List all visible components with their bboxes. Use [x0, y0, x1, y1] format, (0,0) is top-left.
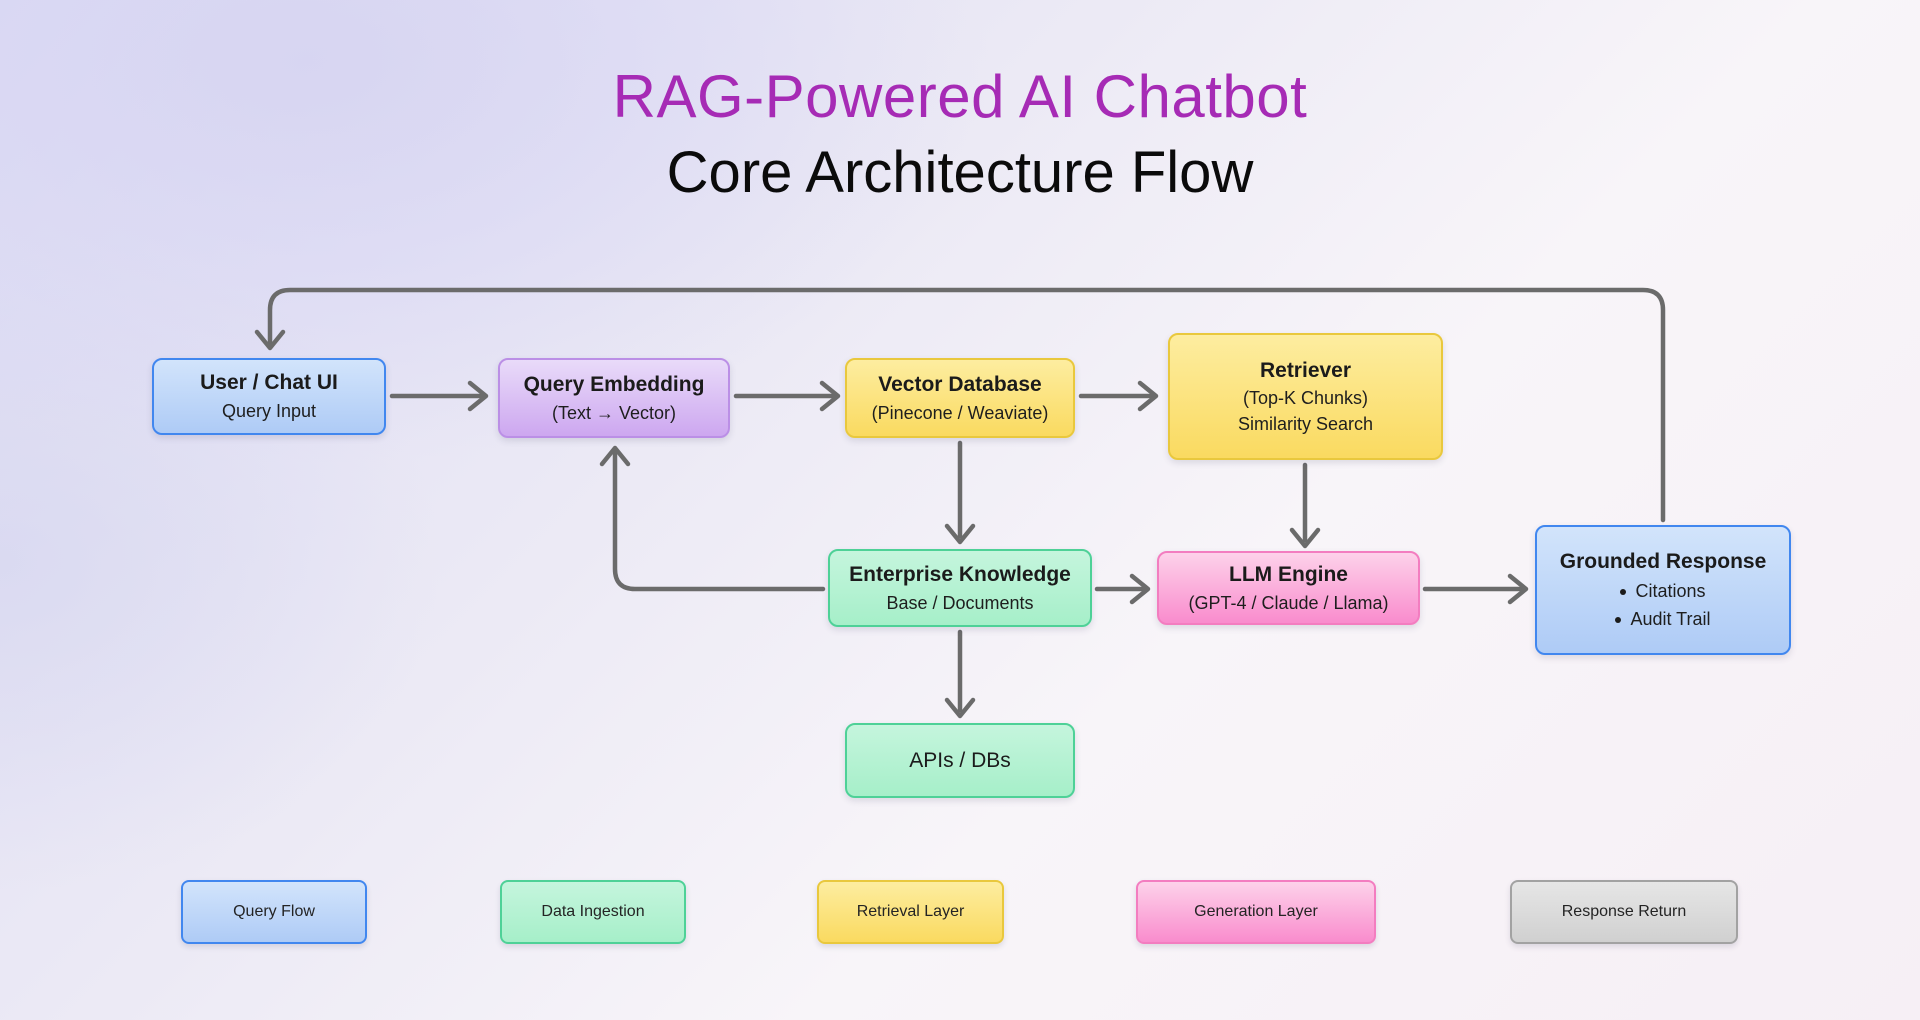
node-apis-dbs: APIs / DBs — [845, 723, 1075, 798]
diagram-subtitle: Core Architecture Flow — [666, 140, 1254, 205]
arrow-user-to-query-embedding — [389, 380, 489, 412]
node-subtitle: Similarity Search — [1237, 413, 1374, 434]
diagram-title: RAG-Powered AI Chatbot — [612, 63, 1308, 130]
node-subtitle: (Pinecone / Weaviate) — [871, 402, 1049, 423]
legend-query-flow: Query Flow — [181, 880, 367, 944]
bullet-label: Citations — [1635, 581, 1706, 601]
arrow-query-embedding-to-vector-database — [733, 380, 841, 412]
legend-label: Retrieval Layer — [856, 903, 965, 920]
arrow-llm-engine-to-grounded-response — [1422, 573, 1529, 605]
bullet-item: Audit Trail — [1615, 609, 1711, 630]
legend-label: Query Flow — [233, 903, 315, 920]
node-grounded-response: Grounded Response Citations Audit Trail — [1535, 525, 1791, 655]
arrow-enterprise-knowledge-to-apis-dbs — [944, 629, 976, 719]
arrow-enterprise-knowledge-to-llm-engine — [1094, 573, 1151, 605]
arrow-enterprise-knowledge-to-query-embedding — [599, 445, 826, 592]
node-retriever: Retriever (Top-K Chunks) Similarity Sear… — [1168, 333, 1443, 460]
node-vector-database: Vector Database (Pinecone / Weaviate) — [845, 358, 1075, 438]
arrow-grounded-response-to-user — [254, 287, 1666, 523]
legend-label: Generation Layer — [1194, 903, 1318, 920]
node-title: Enterprise Knowledge — [849, 562, 1071, 586]
node-title: LLM Engine — [1229, 562, 1348, 586]
legend-label: Data Ingestion — [541, 903, 645, 920]
bullet-label: Audit Trail — [1630, 609, 1711, 629]
arrow-vector-database-to-enterprise-knowledge — [944, 440, 976, 545]
bullet-item: Citations — [1620, 581, 1706, 602]
legend-data-ingestion: Data Ingestion — [500, 880, 686, 944]
node-title: APIs / DBs — [909, 748, 1011, 772]
bullet-dot-icon — [1615, 616, 1622, 623]
node-subtitle: (Top-K Chunks) — [1242, 387, 1369, 408]
legend-generation-layer: Generation Layer — [1136, 880, 1376, 944]
node-llm-engine: LLM Engine (GPT-4 / Claude / Llama) — [1157, 551, 1420, 625]
node-query-embedding: Query Embedding (Text → Vector) — [498, 358, 730, 438]
arrow-retriever-to-llm-engine — [1289, 462, 1321, 549]
node-title: Grounded Response — [1559, 550, 1767, 573]
node-enterprise-knowledge: Enterprise Knowledge Base / Documents — [828, 549, 1092, 627]
title-block: RAG-Powered AI Chatbot Core Architecture… — [0, 62, 1920, 206]
node-subtitle: Base / Documents — [886, 592, 1034, 613]
node-title: Vector Database — [878, 372, 1042, 396]
node-subtitle: (Text → Vector) — [551, 402, 677, 423]
node-user-chat-ui: User / Chat UI Query Input — [152, 358, 386, 435]
node-title: User / Chat UI — [200, 371, 338, 394]
node-subtitle: Query Input — [221, 401, 317, 421]
legend-label: Response Return — [1561, 903, 1687, 920]
node-subtitle: (GPT-4 / Claude / Llama) — [1188, 592, 1389, 613]
node-title: Retriever — [1259, 358, 1352, 382]
legend-response-return: Response Return — [1510, 880, 1738, 944]
bullet-dot-icon — [1620, 588, 1627, 595]
arrow-vector-database-to-retriever — [1078, 380, 1159, 412]
legend-retrieval-layer: Retrieval Layer — [817, 880, 1004, 944]
node-title: Query Embedding — [523, 372, 705, 396]
